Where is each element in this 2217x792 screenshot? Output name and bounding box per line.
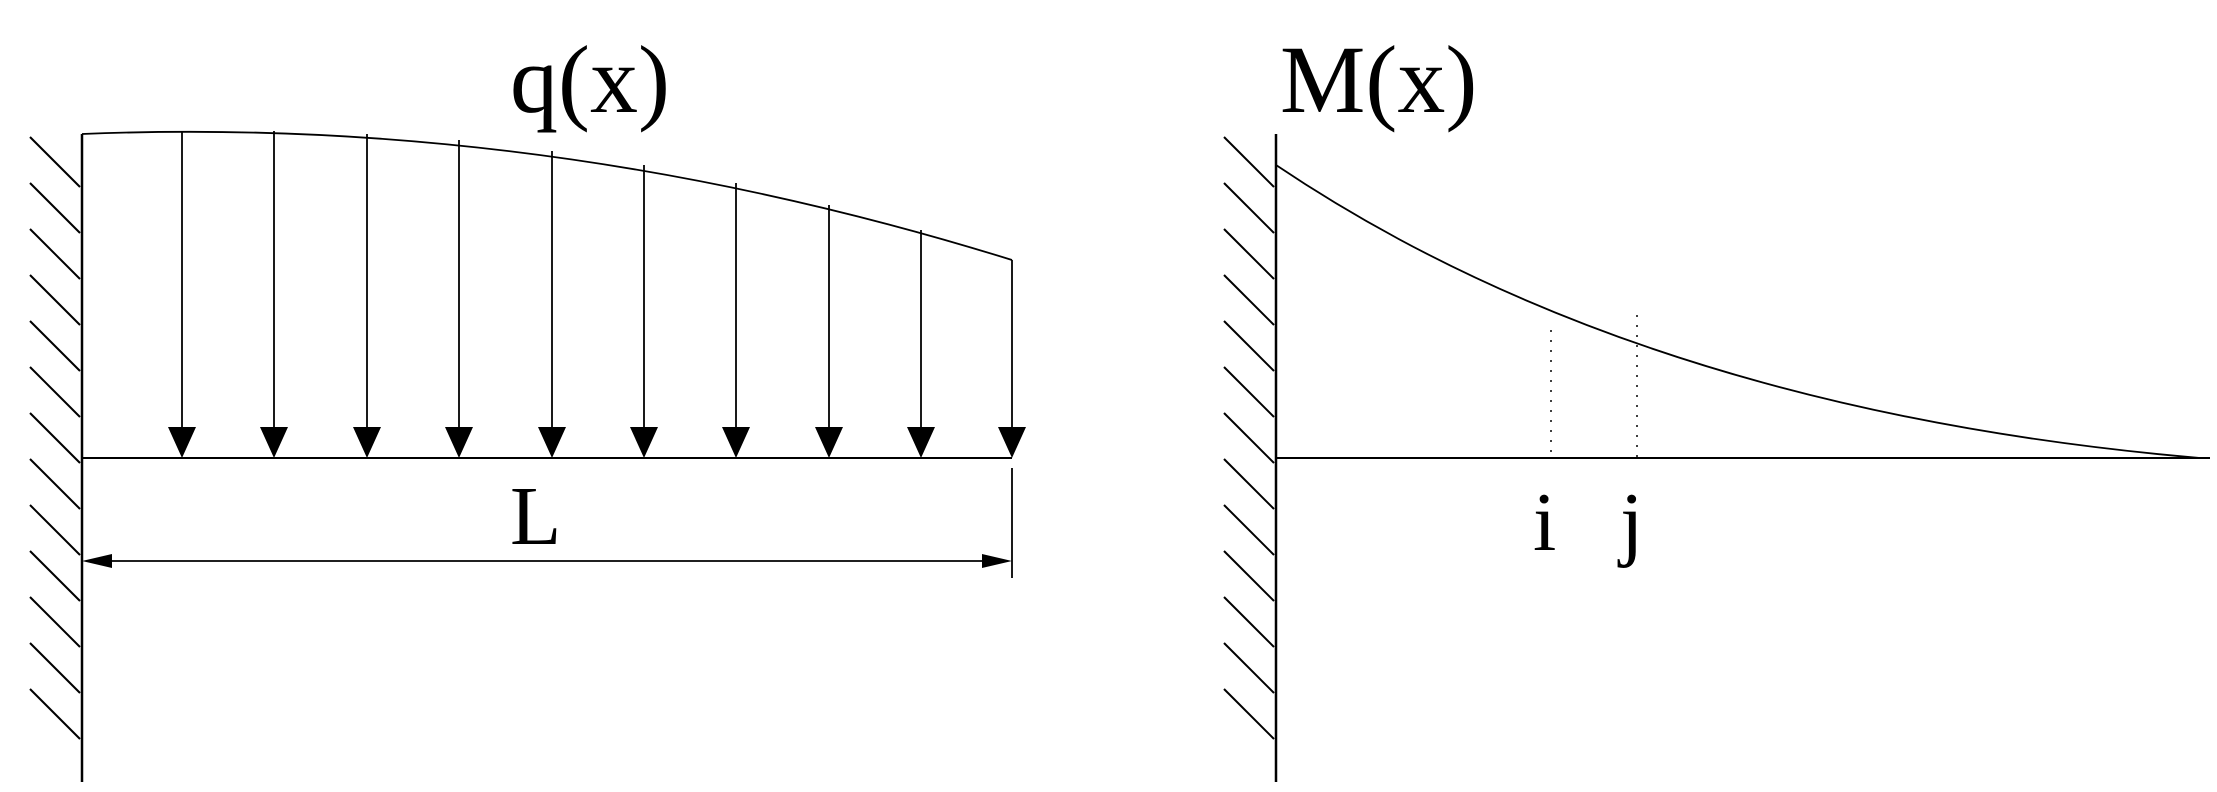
dimension-arrow-right bbox=[982, 554, 1012, 568]
point-j-label: j bbox=[1617, 476, 1643, 569]
load-arrow bbox=[998, 427, 1026, 458]
span-dimension bbox=[82, 468, 1013, 578]
span-label: L bbox=[510, 470, 561, 563]
left-wall-hatching bbox=[29, 136, 81, 740]
load-curve bbox=[81, 130, 1013, 261]
right-wall-hatching bbox=[1223, 136, 1275, 740]
point-i-label: i bbox=[1533, 476, 1556, 569]
load-label: q(x) bbox=[510, 26, 670, 133]
load-arrow bbox=[538, 151, 566, 458]
load-arrow bbox=[260, 131, 288, 458]
load-arrow bbox=[353, 134, 381, 458]
moment-label: M(x) bbox=[1280, 26, 1477, 133]
load-arrow bbox=[907, 230, 935, 458]
load-arrow bbox=[168, 132, 196, 458]
load-arrow bbox=[630, 165, 658, 458]
moment-curve bbox=[1275, 164, 2201, 459]
left-panel: q(x) L bbox=[29, 26, 1026, 782]
load-arrows bbox=[168, 131, 1026, 458]
right-panel: M(x) i j bbox=[1223, 26, 2210, 782]
load-arrow bbox=[815, 205, 843, 458]
load-arrow bbox=[722, 183, 750, 458]
load-arrow bbox=[445, 140, 473, 458]
dimension-arrow-left bbox=[82, 554, 112, 568]
